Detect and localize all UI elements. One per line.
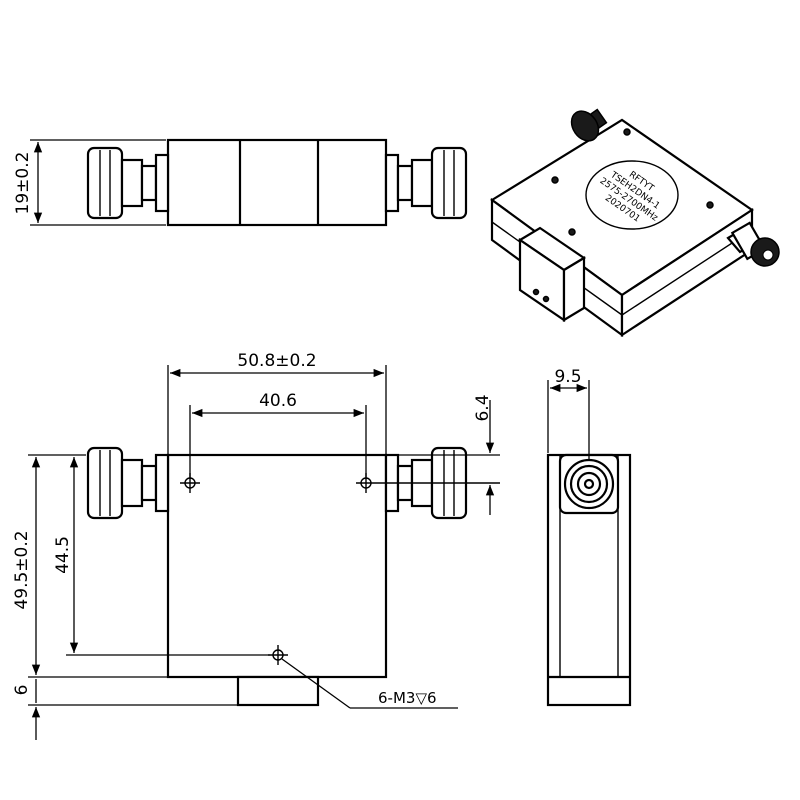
hole-vertical-dimension: 44.5: [53, 536, 73, 574]
hole-spacing-dimension: 40.6: [259, 391, 297, 411]
isometric-right-connector: [726, 221, 780, 267]
hole-callout: 6-M3▽6: [378, 689, 437, 707]
front-view: 50.8±0.2 40.6 6.4 49.5±0.2 44.5 6 6-M3▽6: [12, 351, 500, 740]
base-height-dimension: 6: [12, 685, 32, 696]
overall-width-dimension: 50.8±0.2: [237, 351, 316, 371]
isometric-top-connector: [570, 108, 608, 142]
overall-height-dimension: 49.5±0.2: [12, 530, 32, 609]
end-view: 9.5: [546, 367, 632, 707]
left-connector: [86, 146, 170, 220]
side-view: 19±0.2: [13, 138, 468, 227]
right-connector: [384, 146, 468, 220]
side-height-dimension: 19±0.2: [13, 152, 33, 215]
depth-dimension: 9.5: [554, 367, 581, 387]
isometric-view: RFTYT TSEH2DN4-1 2575-2700MHz 2020701: [490, 108, 780, 338]
connector-face: [558, 453, 620, 515]
mounting-hole: [268, 645, 288, 665]
front-left-connector: [86, 446, 170, 520]
hole-offset-dimension: 6.4: [473, 394, 493, 421]
